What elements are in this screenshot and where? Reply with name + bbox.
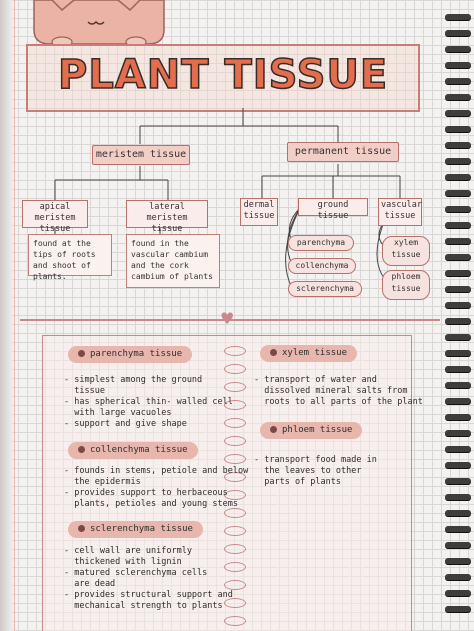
lateral-meristem-node: lateral meristem tissue (126, 200, 208, 234)
phloem-line: the leaves to other (254, 466, 362, 476)
tree-connectors (54, 108, 401, 289)
sclerenchyma-line: thickened with lignin (64, 557, 182, 567)
bullet-dot-icon (78, 350, 85, 357)
phloem-line: - transport food made in (254, 455, 377, 465)
parenchyma-line: - has spherical thin- walled cell (64, 397, 233, 407)
apical-meristem-node: apical meristem tissue (22, 200, 88, 234)
parenchyma-line: - simplest among the ground (64, 375, 203, 385)
phloem-oval: phloem tissue (382, 270, 430, 300)
xylem-line: - transport of water and (254, 375, 377, 385)
sclerenchyma-line: - provides structural support and (64, 590, 233, 600)
collenchyma-oval: collenchyma (288, 258, 356, 274)
meristem-tissue-label: meristem tissue (92, 145, 190, 165)
cat-doodle-icon (33, 0, 165, 46)
page-shadow (0, 0, 14, 631)
xylem-oval: xylem tissue (382, 236, 430, 266)
lateral-note: found in the vascular cambium and the co… (126, 234, 220, 288)
sclerenchyma-oval: sclerenchyma (288, 281, 362, 297)
center-spiral-doodle (222, 338, 250, 631)
section-divider (20, 319, 440, 321)
xylem-line: dissolved mineral salts from (254, 386, 408, 396)
collenchyma-line: the epidermis (64, 477, 141, 487)
sclerenchyma-line: - cell wall are uniformly (64, 546, 192, 556)
sclerenchyma-heading: sclerenchyma tissue (68, 521, 203, 538)
xylem-heading: xylem tissue (260, 345, 358, 362)
permanent-tissue-label: permanent tissue (287, 142, 399, 162)
parenchyma-line: with large vacuoles (64, 408, 172, 418)
vascular-tissue-node: vascular tissue (378, 198, 422, 226)
collenchyma-line: plants, petioles and young stems (64, 499, 238, 509)
dermal-tissue-node: dermal tissue (240, 198, 278, 226)
bullet-dot-icon (270, 349, 277, 356)
bullet-dot-icon (78, 446, 85, 453)
page-title: PLANT TISSUE (57, 51, 389, 99)
parenchyma-heading: parenchyma tissue (68, 346, 193, 363)
notebook-spiral-binding (440, 0, 474, 631)
xylem-line: roots to all parts of the plant (254, 397, 423, 407)
ground-tissue-node: ground tissue (298, 198, 368, 221)
parenchyma-line: tissue (64, 386, 105, 396)
parenchyma-line: - support and give shape (64, 419, 187, 429)
bullet-dot-icon (270, 426, 277, 433)
collenchyma-line: - provides support to herbaceous (64, 488, 228, 498)
heart-icon: ♥ (220, 309, 235, 328)
sclerenchyma-line: are dead (64, 579, 116, 589)
phloem-line: parts of plants (254, 477, 341, 487)
collenchyma-line: - founds in stems, petiole and below (64, 466, 249, 476)
collenchyma-heading: collenchyma tissue (68, 442, 198, 459)
sclerenchyma-line: mechanical strength to plants (64, 601, 223, 611)
parenchyma-oval: parenchyma (288, 235, 354, 251)
title-box (26, 44, 420, 112)
bullet-dot-icon (78, 525, 85, 532)
margin-line (14, 0, 15, 631)
sclerenchyma-line: - matured sclerenchyma cells (64, 568, 208, 578)
apical-note: found at the tips of roots and shoot of … (28, 234, 112, 281)
phloem-heading: phloem tissue (260, 422, 363, 439)
